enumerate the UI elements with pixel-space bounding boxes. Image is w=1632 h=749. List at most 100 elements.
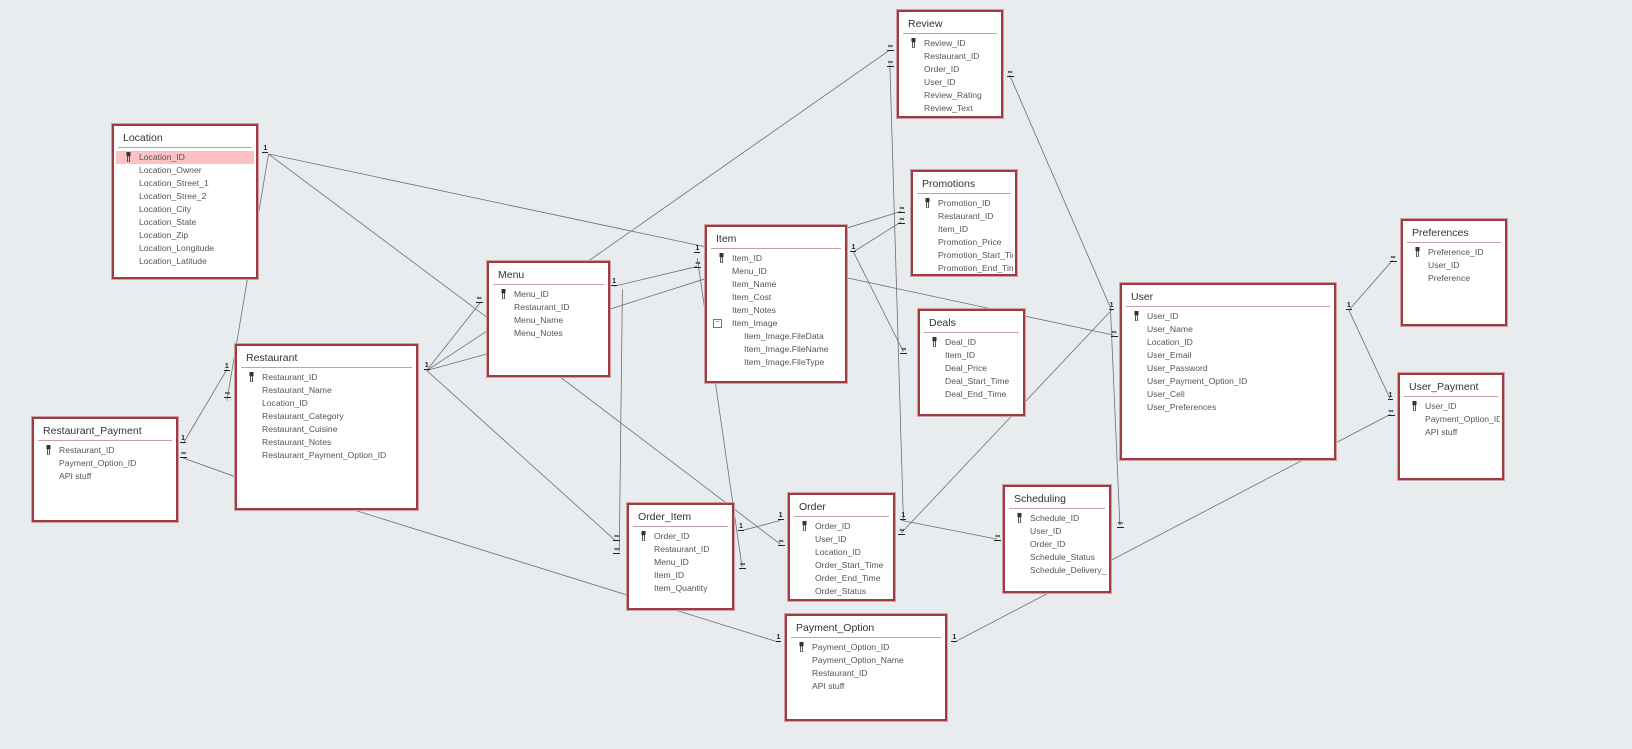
field-row[interactable]: Item_Quantity [631,582,730,595]
field-row[interactable]: Item_Name [709,278,843,291]
field-row[interactable]: User_Cell [1124,388,1332,401]
relationship-line[interactable] [847,210,902,229]
field-row[interactable]: Item_Image.FileName [709,343,843,356]
field-row[interactable]: Restaurant_Notes [239,436,414,449]
field-row[interactable]: Preference [1405,272,1503,285]
field-row[interactable]: Item_ID [631,569,730,582]
field-row[interactable]: Location_ID [1124,336,1332,349]
field-row[interactable]: Item_ID [709,252,843,265]
field-row[interactable]: Location_ID [792,546,891,559]
collapse-icon[interactable]: − [713,319,722,328]
field-row[interactable]: API stuff [789,680,943,693]
relationship-line[interactable] [613,266,698,287]
relationship-line[interactable] [587,49,891,262]
field-row[interactable]: User_Preferences [1124,401,1332,414]
table-title[interactable]: Payment_Option [796,622,875,634]
field-row[interactable]: Item_Image.FileType [709,356,843,369]
relationship-line[interactable] [889,64,904,521]
field-row[interactable]: Location_ID [239,397,414,410]
field-row[interactable]: Order_End_Time [792,572,891,585]
field-row[interactable]: Location_Stree_2 [116,190,254,203]
field-row[interactable]: −Item_Image [709,317,843,330]
field-row[interactable]: Order_ID [631,530,730,543]
field-row[interactable]: Order_ID [901,63,999,76]
relationship-line[interactable] [268,153,488,318]
relationship-line[interactable] [847,277,1114,336]
relationship-line[interactable] [1348,309,1391,400]
field-row[interactable]: Menu_Notes [491,327,606,340]
table-title[interactable]: User [1131,291,1154,303]
field-row[interactable]: API stuff [36,470,174,483]
relationship-line[interactable] [426,370,617,542]
field-row[interactable]: Deal_Price [922,362,1021,375]
relationship-line[interactable] [696,258,743,568]
field-row[interactable]: Restaurant_Cuisine [239,423,414,436]
field-row[interactable]: Restaurant_ID [915,210,1013,223]
table-title[interactable]: Preferences [1412,227,1469,239]
table-title[interactable]: Item [716,233,737,245]
field-row[interactable]: Restaurant_Name [239,384,414,397]
field-row[interactable]: API stuff [1402,426,1500,439]
relationship-line[interactable] [353,509,779,643]
field-row[interactable]: User_ID [1402,400,1500,413]
table-title[interactable]: Order_Item [638,511,692,523]
table-title[interactable]: Restaurant_Payment [43,425,142,437]
field-row[interactable]: Deal_ID [922,336,1021,349]
field-row[interactable]: User_ID [1405,259,1503,272]
field-row[interactable]: User_ID [1007,525,1107,538]
field-row[interactable]: User_ID [1124,310,1332,323]
field-row[interactable]: Payment_Option_ID [789,641,943,654]
field-row[interactable]: User_ID [792,533,891,546]
field-row[interactable]: Review_Text [901,102,999,115]
relationship-line[interactable] [618,289,623,552]
field-row[interactable]: Review_Rating [901,89,999,102]
field-row[interactable]: Order_Start_Time [792,559,891,572]
field-row[interactable]: Review_ID [901,37,999,50]
field-row[interactable]: Promotion_Price [915,236,1013,249]
field-row[interactable]: Menu_ID [491,288,606,301]
table-title[interactable]: Location [123,132,163,144]
field-row[interactable]: Order_ID [1007,538,1107,551]
field-row[interactable]: Promotion_Start_Time [915,249,1013,262]
field-row[interactable]: Schedule_Delivery_Dat [1007,564,1107,577]
relationship-line[interactable] [901,309,1112,534]
field-row[interactable]: Menu_Name [491,314,606,327]
field-row[interactable]: Deal_Start_Time [922,375,1021,388]
table-title[interactable]: Scheduling [1014,493,1066,505]
field-row[interactable]: Restaurant_Category [239,410,414,423]
field-row[interactable]: Payment_Option_Name [789,654,943,667]
field-row[interactable]: User_Password [1124,362,1332,375]
relationship-line[interactable] [426,301,482,371]
relationship-line[interactable] [1009,74,1112,311]
field-row[interactable]: Location_Longitude [116,242,254,255]
field-row[interactable]: Restaurant_ID [239,371,414,384]
field-row[interactable]: User_Name [1124,323,1332,336]
field-row[interactable]: User_ID [901,76,999,89]
field-row[interactable]: Preference_ID [1405,246,1503,259]
relationship-line[interactable] [901,520,998,540]
table-title[interactable]: Promotions [922,178,976,190]
field-row[interactable]: Restaurant_ID [901,50,999,63]
field-row[interactable]: Restaurant_ID [491,301,606,314]
field-row[interactable]: Menu_ID [631,556,730,569]
field-row[interactable]: Payment_Option_ID [36,457,174,470]
relationship-line[interactable] [740,520,781,532]
field-row[interactable]: Location_Latitude [116,255,254,268]
field-row[interactable]: Restaurant_ID [789,667,943,680]
field-row[interactable]: Order_ID [792,520,891,533]
field-row[interactable]: Schedule_ID [1007,512,1107,525]
relationship-line[interactable] [268,153,705,248]
field-row[interactable]: Item_ID [922,349,1021,362]
field-row[interactable]: Location_Zip [116,229,254,242]
